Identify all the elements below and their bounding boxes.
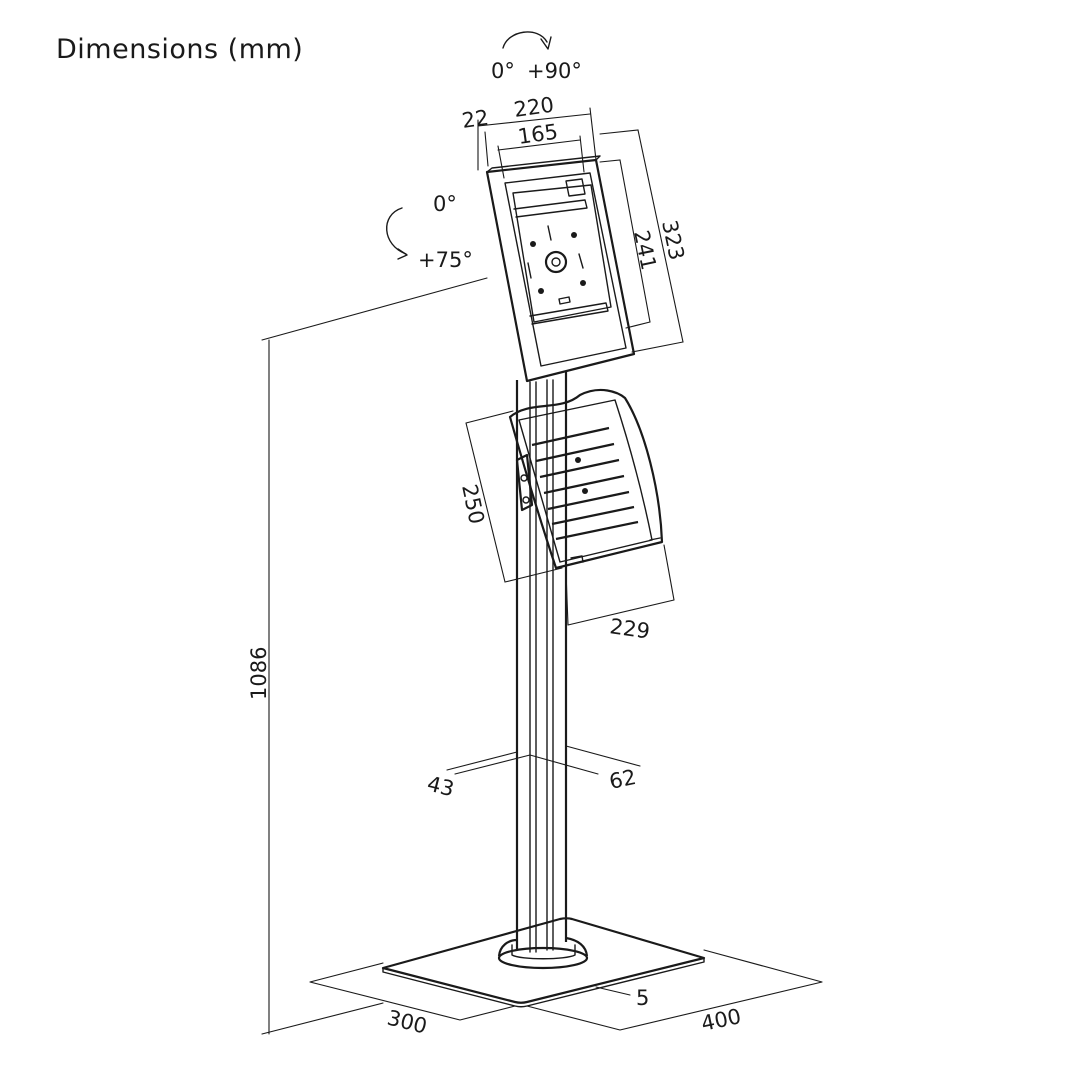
plate-clip	[565, 178, 586, 197]
dim-line-plate-width	[497, 135, 585, 179]
tilt-arrowhead-icon	[397, 248, 408, 260]
bracket-screw	[520, 474, 528, 482]
dim-total-height: 1086	[247, 647, 271, 700]
tray-slot	[547, 490, 630, 511]
dim-line-column-width	[529, 745, 641, 775]
dim-line-column-depth	[446, 751, 531, 775]
rotate-horizontal-arrowhead-icon	[540, 36, 552, 50]
dim-line-frame-offset	[484, 131, 489, 167]
dim-frame-width: 220	[512, 93, 555, 122]
plate-screw-hole	[580, 280, 586, 286]
dimension-labels: 22 220 165 323 241 1086 250 229 43 62 30…	[247, 93, 743, 1039]
rotate-horizontal-arrow-icon	[502, 31, 548, 49]
tray-outer	[508, 388, 664, 570]
plate-top-rail	[513, 199, 588, 218]
tray-slot	[543, 474, 625, 495]
page-title: Dimensions (mm)	[56, 34, 304, 65]
dim-line-base-thickness	[595, 986, 631, 996]
column	[515, 372, 568, 953]
base-collar-ring	[511, 944, 576, 960]
tray-slot	[535, 442, 615, 463]
plate-center-hub	[544, 250, 568, 274]
dim-line-frame-width	[477, 107, 597, 171]
rotate-horizontal-start-label: 0°	[491, 59, 515, 83]
dim-tray-width: 229	[608, 614, 651, 643]
tray-screw	[575, 457, 581, 463]
tray-front-plate	[518, 399, 653, 563]
plate-center-hole	[551, 257, 561, 267]
tablet-enclosure	[485, 155, 636, 383]
tilt-start-label: 0°	[433, 192, 457, 216]
dim-column-width: 62	[607, 765, 638, 794]
dim-base-thickness: 5	[636, 986, 649, 1010]
base-plate-edge	[382, 957, 705, 1008]
dim-line-base-width	[526, 949, 823, 1031]
base-plate	[381, 917, 706, 1004]
plate-lock-slot	[558, 296, 571, 305]
tray-foot	[570, 537, 661, 563]
dim-line-tray-width	[565, 544, 675, 626]
dim-line-frame-height	[599, 129, 684, 353]
mounting-plate	[512, 184, 612, 323]
enclosure-inner-frame	[504, 172, 627, 367]
bracket-screw	[522, 496, 530, 504]
plate-bottom-rail	[529, 302, 609, 325]
dim-line-base-depth	[309, 962, 516, 1021]
tray-bracket	[515, 453, 534, 512]
tray-slot	[531, 426, 610, 447]
dim-frame-offset: 22	[460, 105, 490, 132]
tilt-arrow-icon	[386, 207, 407, 255]
tray-slot	[539, 458, 620, 479]
enclosure-outer-frame	[485, 158, 636, 383]
dim-frame-height: 323	[657, 218, 689, 262]
rotate-horizontal-end-label: +90°	[527, 59, 582, 83]
tilt-end-label: +75°	[418, 248, 473, 272]
base-collar-bottom	[497, 946, 589, 970]
tray-slot	[551, 505, 635, 526]
dim-line-total-height	[261, 277, 488, 1035]
dim-line-plate-height	[599, 159, 651, 329]
dim-tray-height: 250	[457, 482, 489, 526]
plate-screw-hole	[530, 241, 536, 247]
column-groove	[529, 379, 554, 953]
dim-plate-width: 165	[516, 120, 559, 149]
plate-keyhole-slot	[547, 225, 584, 269]
rotate-horizontal-indicator: 0° +90°	[491, 31, 582, 83]
enclosure-side-edge	[486, 155, 601, 173]
plate-screw-hole	[538, 288, 544, 294]
tray-slot	[555, 520, 639, 541]
brochure-tray	[508, 388, 664, 570]
dimension-lines	[261, 107, 823, 1035]
dim-line-tray-height	[465, 410, 563, 583]
dim-plate-height: 241	[629, 228, 661, 272]
plate-side-slot	[527, 262, 532, 279]
dim-base-width: 400	[699, 1004, 743, 1036]
base	[381, 917, 706, 1008]
dim-column-depth: 43	[425, 772, 457, 802]
base-collar	[497, 936, 589, 957]
plate-screw-hole	[571, 232, 577, 238]
tray-screw	[582, 488, 588, 494]
tilt-indicator: 0° +75°	[386, 192, 473, 272]
